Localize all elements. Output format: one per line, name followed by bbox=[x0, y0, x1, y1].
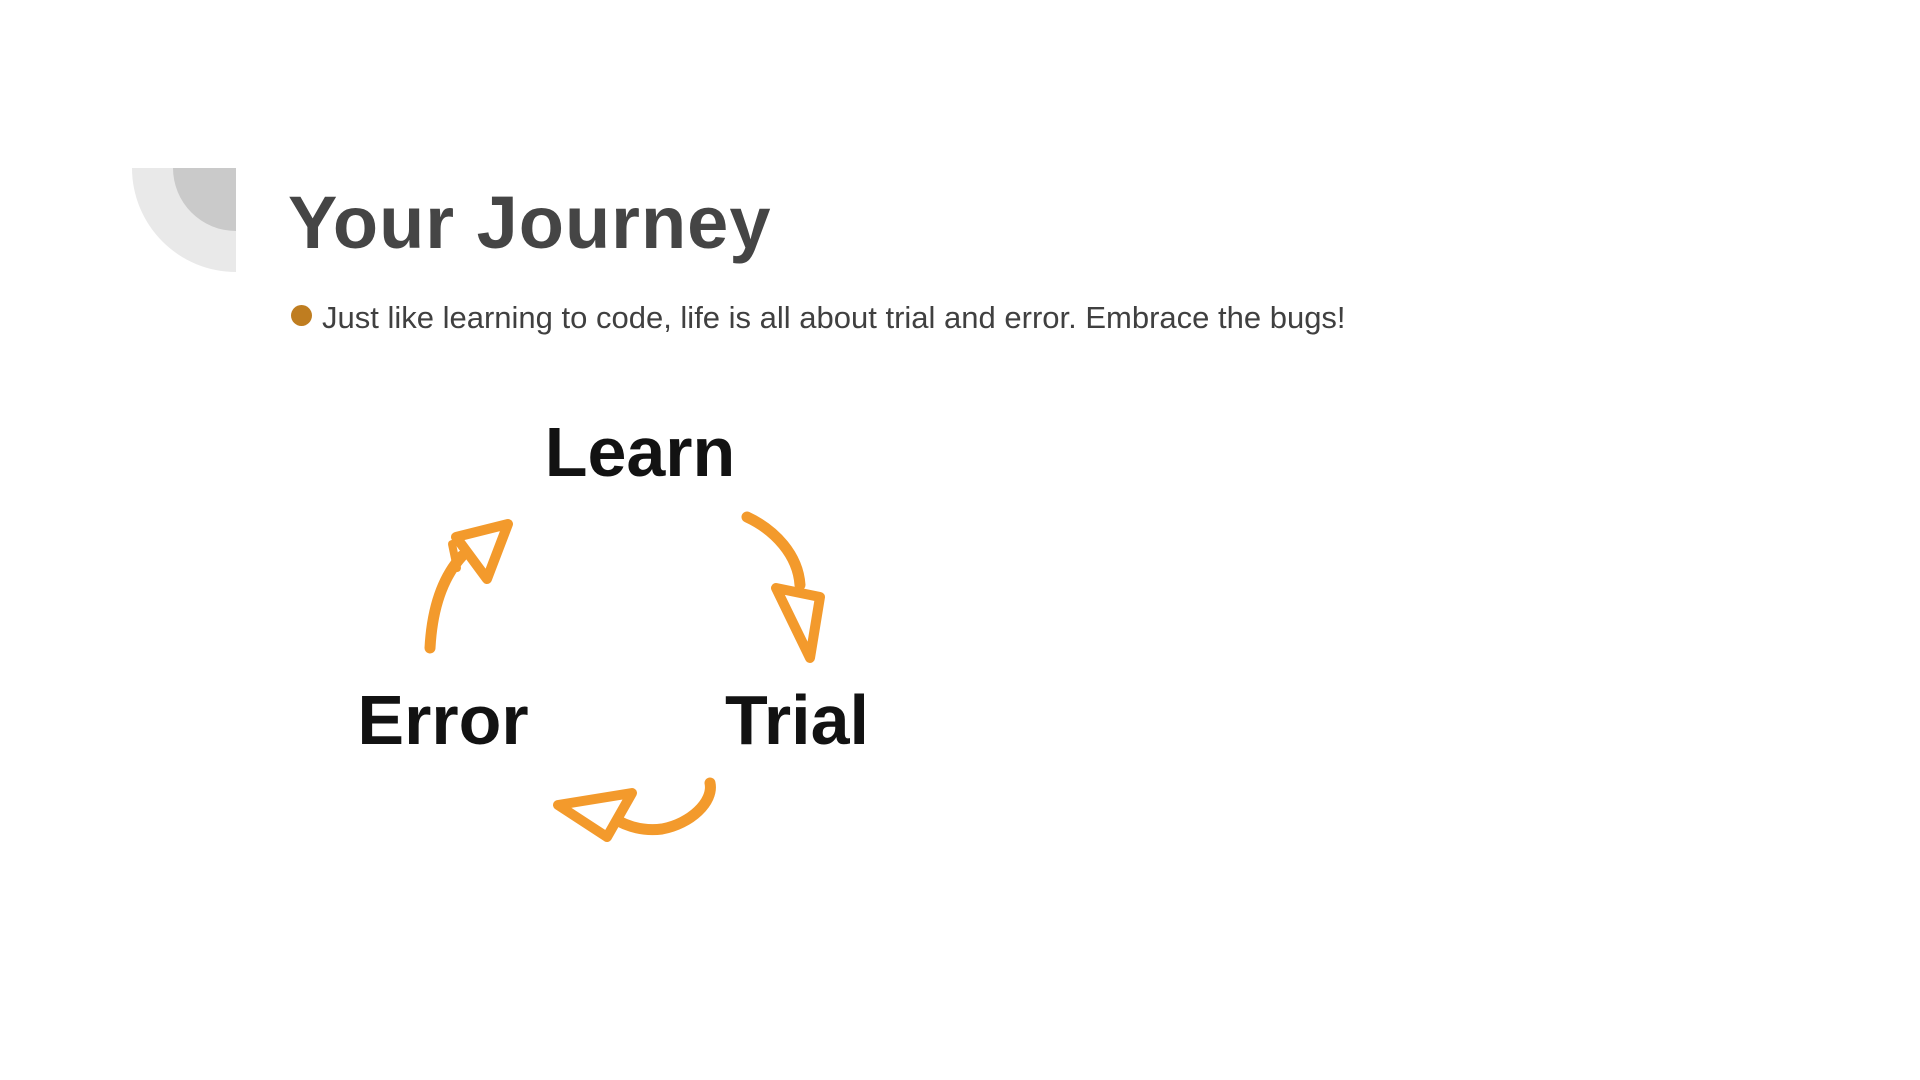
arrow-head-icon bbox=[553, 788, 637, 842]
bullet-dot-icon bbox=[291, 305, 312, 326]
node-label-trial: Trial bbox=[725, 681, 869, 759]
bullet-text: Just like learning to code, life is all … bbox=[322, 300, 1346, 335]
node-label-learn: Learn bbox=[545, 413, 736, 491]
bullet-item: Just like learning to code, life is all … bbox=[291, 300, 1346, 336]
arrow-head-icon bbox=[451, 519, 513, 584]
arrow-trial-to-error bbox=[553, 777, 716, 842]
arrow-error-to-learn bbox=[424, 519, 513, 654]
arrow-tail bbox=[741, 511, 806, 591]
arrow-tail bbox=[602, 777, 716, 836]
arrow-learn-to-trial bbox=[741, 511, 825, 663]
arrow-head-icon bbox=[771, 583, 825, 663]
corner-quarter-circle-decor bbox=[132, 168, 236, 275]
arrow-sketch-stroke bbox=[448, 540, 461, 572]
page-title: Your Journey bbox=[288, 181, 772, 264]
trial-error-cycle-diagram: Learn Error Trial bbox=[357, 413, 869, 842]
node-label-error: Error bbox=[357, 681, 528, 759]
